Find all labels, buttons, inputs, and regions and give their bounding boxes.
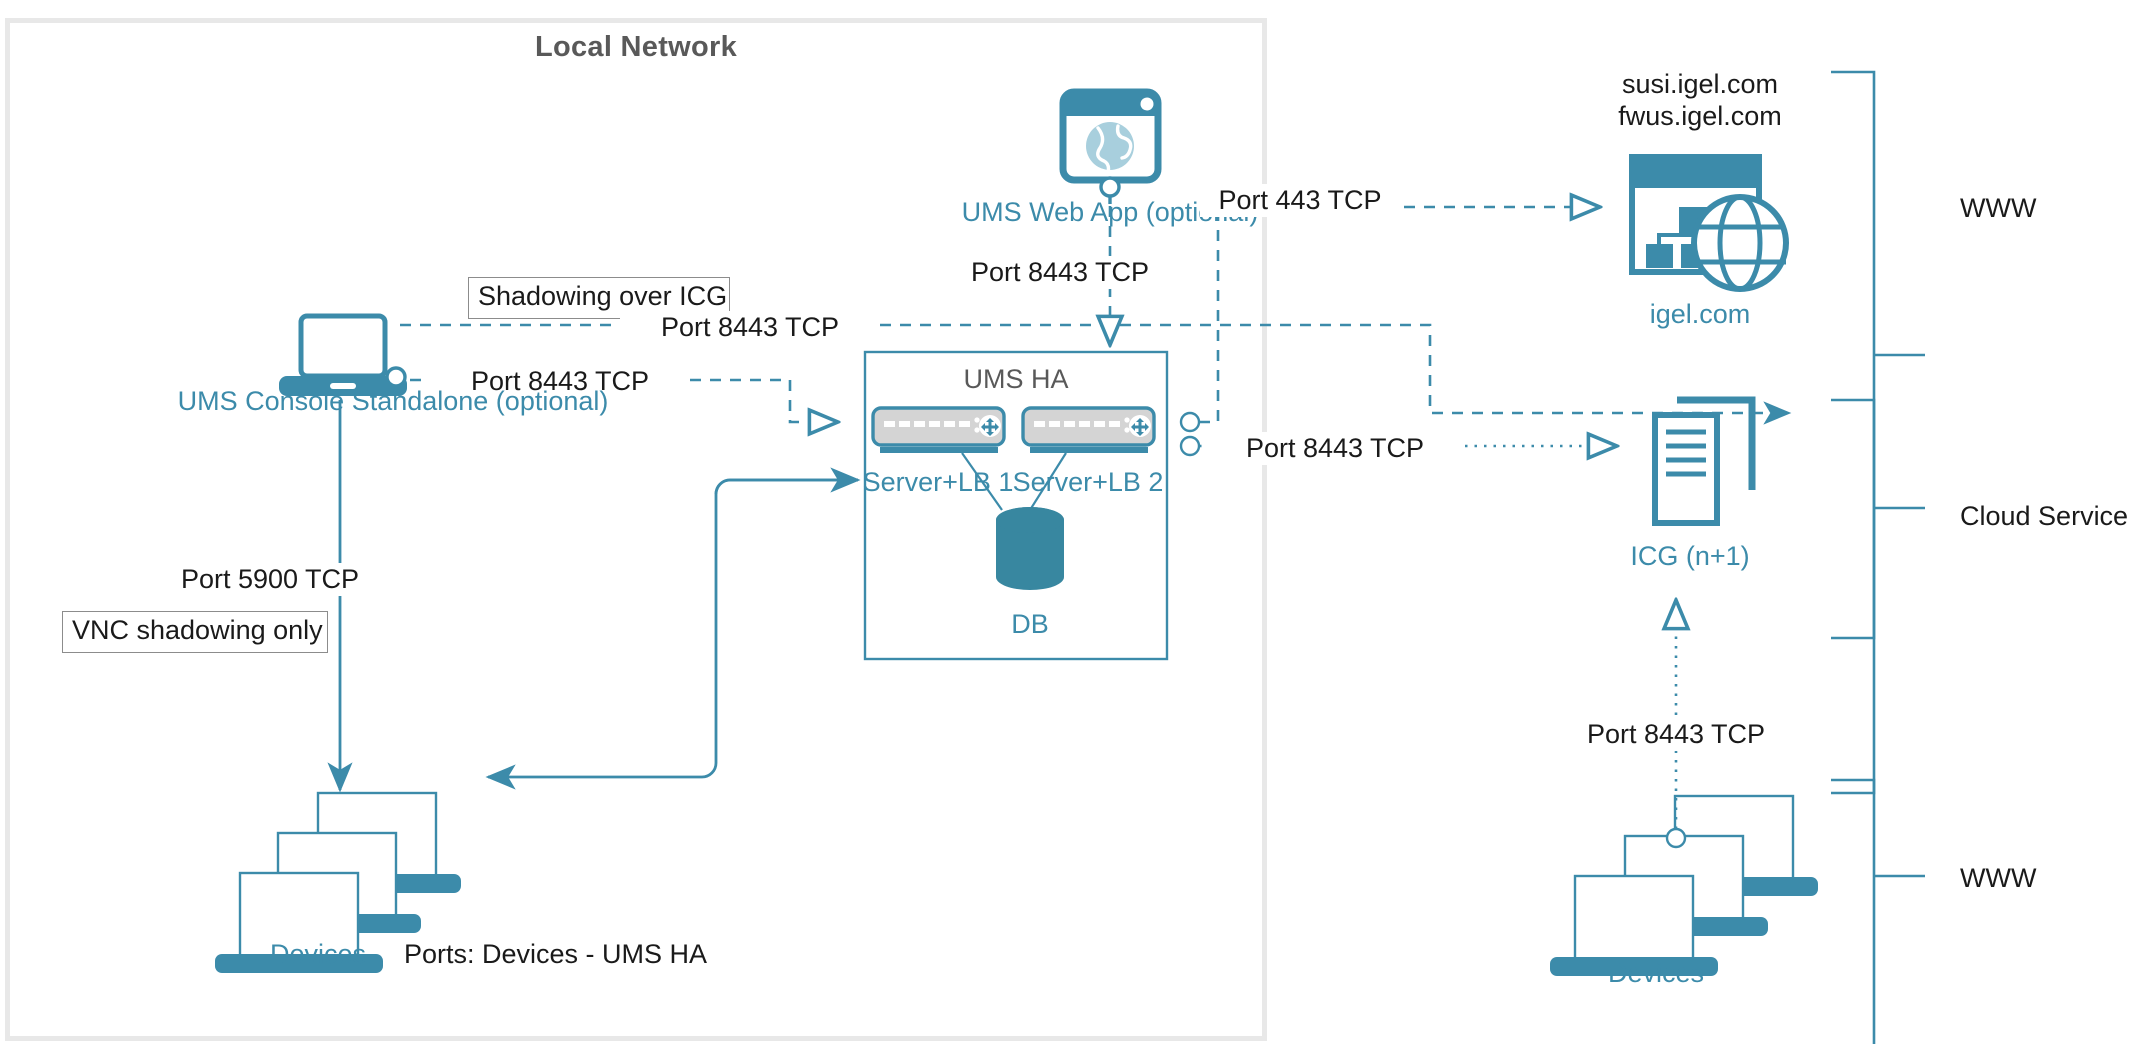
icg-server-icon <box>1652 396 1756 526</box>
igel-com-label: igel.com <box>1649 299 1751 329</box>
ports-heading: Ports: Devices - UMS HA <box>404 939 708 970</box>
edge-label-webapp-to-ums: Port 8443 TCP <box>930 256 1190 289</box>
server-lb-1-label: Server+LB 1 <box>862 467 1014 497</box>
edge-label-webapp-to-www: Port 443 TCP <box>1200 184 1400 217</box>
igel-com-icon <box>1629 154 1789 292</box>
zone-label-www-bottom: WWW <box>1960 863 2037 893</box>
server-lb-2-label: Server+LB 2 <box>1012 467 1164 497</box>
bracket-cloud-service <box>1831 398 1925 795</box>
note-shadowing-over-icg: Shadowing over ICG <box>468 277 730 319</box>
igel-hosts-line-1: susi.igel.com <box>1621 69 1779 99</box>
devices-left-label: Devices <box>269 939 367 969</box>
devices-right-label: Devices <box>1607 958 1705 988</box>
note-vnc-shadowing-only: VNC shadowing only <box>62 611 328 653</box>
db-label: DB <box>1011 609 1049 639</box>
edge-label-console-to-icg: Port 8443 TCP <box>620 311 880 344</box>
bracket-www-top <box>1831 70 1925 640</box>
igel-hosts-line-2: fwus.igel.com <box>1618 101 1782 131</box>
edge-label-devices-to-icg: Port 8443 TCP <box>1546 718 1806 751</box>
edge-label-console-to-ums: Port 8443 TCP <box>430 365 690 398</box>
edge-label-ums-to-icg: Port 8443 TCP <box>1205 432 1465 465</box>
local-network-boundary <box>5 18 1267 1041</box>
devices-right-icon <box>1550 794 1818 976</box>
zone-label-www-top: WWW <box>1960 193 2037 223</box>
icg-label: ICG (n+1) <box>1630 541 1750 571</box>
ports-devices-ums-ha-block: Ports: Devices - UMS HA ↓·5900 TCP ↓·300… <box>404 867 824 1044</box>
ums-console-label: UMS Console Standalone (optional) <box>177 386 609 416</box>
bracket-www-bottom <box>1831 778 1925 1044</box>
zone-label-cloud-service: Cloud Service <box>1960 501 2129 531</box>
local-network-title: Local Network <box>534 31 738 63</box>
edge-label-console-to-devices: Port 5900 TCP <box>140 563 400 596</box>
ums-ha-title: UMS HA <box>963 364 1069 394</box>
